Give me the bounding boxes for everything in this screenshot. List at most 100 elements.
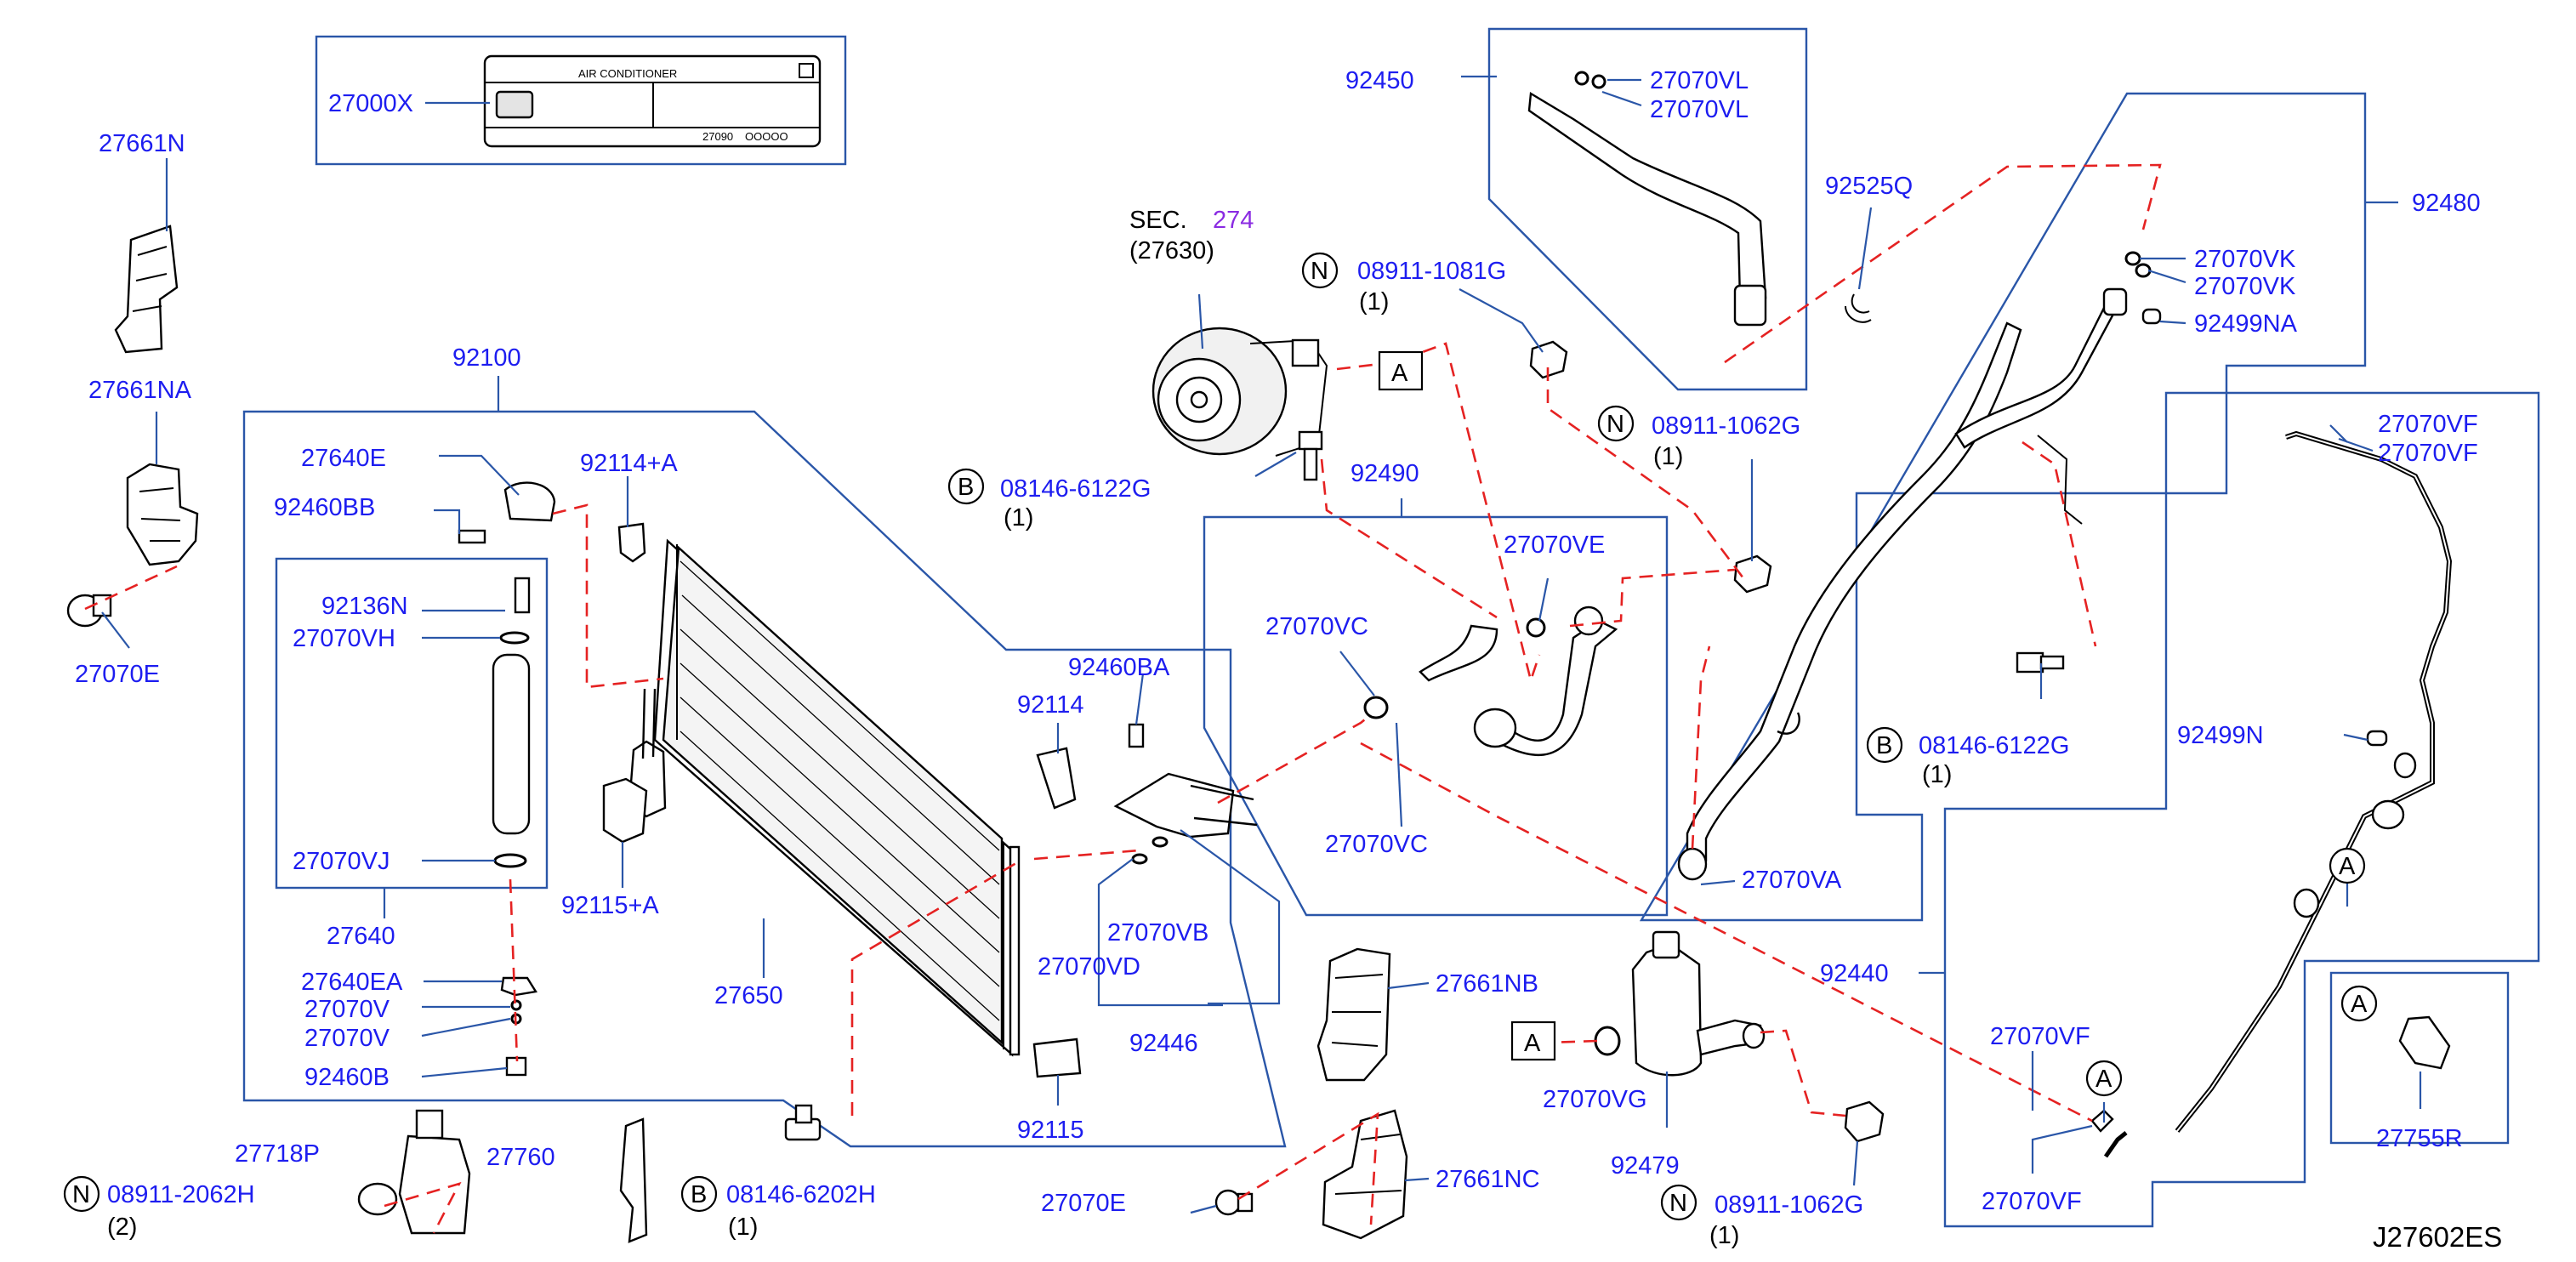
label-27070VF-2: 27070VF [2378,440,2478,467]
label-92490: 92490 [1351,460,1419,487]
pipe-92480-frame [1639,92,2367,922]
label-92499NA: 92499NA [2194,310,2298,338]
label-27070VH: 27070VH [293,625,395,652]
marker-A-inset: A [2351,991,2368,1018]
line-92479 [1594,930,1766,1077]
label-27640: 27640 [327,923,395,950]
label-92100: 92100 [452,344,521,372]
label-27070VL-2: 27070VL [1650,96,1749,123]
bracket-27661NC [1322,1109,1408,1240]
compressor-27630 [1152,327,1328,457]
receiver-27640 [492,577,537,1077]
label-92525Q: 92525Q [1825,173,1913,200]
hose-92490 [1363,605,1618,757]
bracket-27661NA [126,463,199,566]
bolt-08146-6122G-a [1298,430,1323,481]
clip-92114 [1036,747,1077,810]
label-27070VF-1: 27070VF [2378,411,2478,438]
label-92460B: 92460B [304,1064,390,1091]
label-92446: 92446 [1129,1030,1198,1057]
label-08146-6202H-qty: (1) [728,1214,758,1241]
label-08911-1062G-a-qty: (1) [1653,443,1683,470]
nut-08911-1062G-b [1844,1100,1885,1143]
label-08146-6122G-a-qty: (1) [1004,504,1033,532]
pipe-92440-frame [1943,391,2540,1228]
bracket-92115A [602,777,648,844]
label-27661N: 27661N [99,130,185,157]
clip-27755R [2398,1015,2451,1070]
label-08911-1081G-qty: (1) [1359,288,1389,316]
label-92450: 92450 [1345,67,1414,94]
condenser-frame [242,410,1287,1148]
bracket-92114A [617,522,646,563]
label-92115: 92115 [1017,1117,1084,1144]
label-27661NC: 27661NC [1436,1166,1540,1193]
manifold-92446 [1113,723,1258,865]
pipe-92480 [1677,251,2162,881]
nut-08911-1081G [1529,340,1568,379]
frames [242,27,2540,1228]
clip-27070E-left [66,594,112,628]
marker-B-6122G-a: B [958,474,974,501]
label-92440: 92440 [1820,960,1889,987]
condenser-27650 [628,538,1021,1057]
label-plate-heading: AIR CONDITIONER [578,67,677,80]
hose-92450-frame [1487,27,1808,391]
label-08911-2062H: 08911-2062H [107,1181,255,1208]
label-27070VF-4: 27070VF [1982,1188,2082,1215]
marker-N-1081G: N [1311,258,1328,285]
marker-A-pipe-2: A [2095,1066,2113,1093]
section-part: (27630) [1129,237,1214,264]
bolt-08146-6122G-b [2016,651,2065,674]
clip-92115 [1032,1037,1082,1078]
label-92460BB: 92460BB [274,494,375,521]
part-labels: 27000X 27661N 27661NA 27070E 92100 27640… [75,67,2502,1253]
bracket-27661N [114,225,179,354]
receiver-frame [275,557,549,890]
bolt-08146-6202H [784,1104,822,1141]
label-27640E: 27640E [301,445,386,472]
clip-92525Q [1845,293,1872,323]
label-92114A: 92114+A [580,450,678,477]
label-27070E-left: 27070E [75,661,160,688]
label-27070VC-top: 27070VC [1265,613,1368,640]
label-92479: 92479 [1611,1152,1680,1180]
leader-lines [101,75,2422,1214]
marker-A-receiver: A [1524,1030,1541,1057]
clamp-27640E [458,481,556,544]
label-27070VB: 27070VB [1107,919,1208,946]
marker-N-1062G-a: N [1606,411,1624,438]
label-plate-code: 27090 [702,130,733,143]
label-92460BA: 92460BA [1068,654,1170,681]
dashed-connectors [84,163,2162,1234]
label-27661NB: 27661NB [1436,970,1538,998]
label-92499N: 92499N [2177,722,2264,749]
label-08146-6122G-b: 08146-6122G [1919,732,2069,759]
label-27000X: 27000X [328,90,413,117]
label-plate-suffix: OOOOO [745,130,788,143]
label-27070V-1: 27070V [304,996,390,1023]
label-92115A: 92115+A [561,892,659,919]
label-27640EA: 27640EA [301,969,403,996]
label-08146-6122G-b-qty: (1) [1922,761,1952,788]
pipe-92440 [2090,430,2453,1158]
label-27070VK-2: 27070VK [2194,273,2296,300]
marker-B-6202H: B [691,1181,707,1208]
marker-A-compressor: A [1391,360,1408,387]
bracket-27760 [619,1117,648,1243]
bracket-27661NB [1316,947,1391,1082]
inset-A-frame [2329,971,2510,1145]
marker-N-2062H: N [72,1181,90,1208]
label-27070VG: 27070VG [1543,1086,1647,1113]
label-27070VF-3: 27070VF [1990,1023,2090,1050]
label-92114: 92114 [1017,691,1084,719]
label-27070VD: 27070VD [1038,953,1140,981]
label-plate: AIR CONDITIONER 27090 OOOOO [483,54,822,148]
label-27070VJ: 27070VJ [293,848,390,875]
nut-08911-1062G-a [1733,554,1772,594]
label-08911-2062H-qty: (2) [107,1214,137,1241]
section-prefix: SEC. [1129,207,1187,234]
marker-N-1062G-b: N [1669,1190,1687,1217]
label-08911-1062G-b-qty: (1) [1709,1222,1739,1249]
